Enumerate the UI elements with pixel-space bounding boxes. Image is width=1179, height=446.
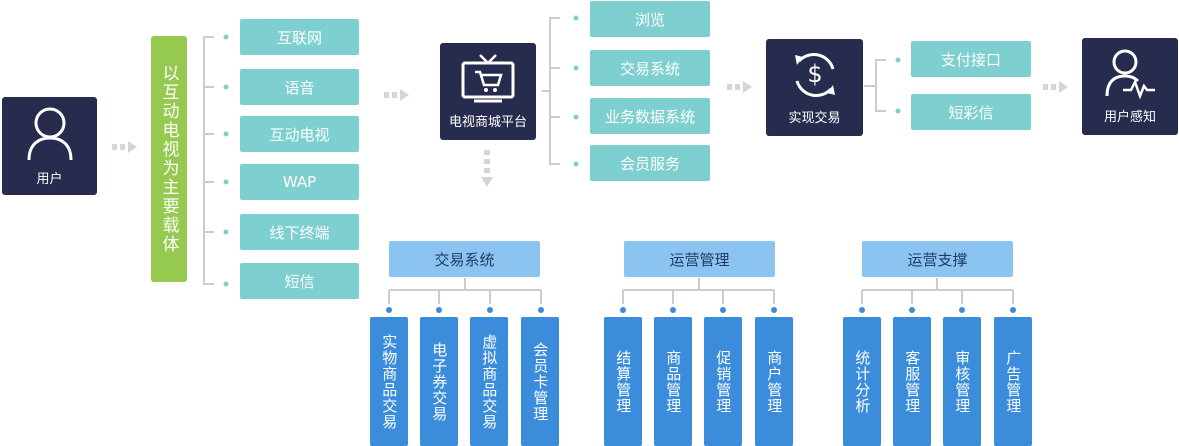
group-support-item-statistics: 统计分析 — [843, 317, 881, 446]
flow-arrow-icon — [112, 141, 137, 153]
group-trading-item-membership-card: 会员卡管理 — [521, 317, 559, 446]
dollar-cycle-icon: $ — [794, 53, 835, 97]
platform-node: 电视商城平台 — [440, 43, 536, 140]
group-operations-item-merchant: 商户管理 — [755, 317, 793, 446]
platform-item-member-service: 会员服务 — [590, 145, 710, 181]
flow-arrow-icon — [727, 81, 752, 93]
user-label: 用户 — [36, 171, 63, 187]
group-support-item-review: 审核管理 — [943, 317, 981, 446]
platform-item-trading-system: 交易系统 — [590, 50, 710, 86]
group-trading-item-physical: 实物商品交易 — [370, 317, 408, 446]
channel-voice: 语音 — [240, 69, 359, 105]
svg-text:$: $ — [807, 60, 822, 88]
user-pulse-icon — [1105, 49, 1155, 100]
platform-item-business-data: 业务数据系统 — [590, 98, 710, 134]
group-support-title: 运营支撑 — [862, 241, 1013, 277]
group-operations-title: 运营管理 — [624, 241, 775, 277]
carrier-node: 以互动电视为主要载体 — [151, 36, 187, 282]
channel-wap: WAP — [240, 164, 359, 200]
user-icon — [27, 107, 72, 160]
channel-internet: 互联网 — [240, 19, 359, 55]
platform-label: 电视商城平台 — [448, 115, 527, 130]
user-node: 用户 — [2, 97, 97, 195]
channel-offline-terminal: 线下终端 — [240, 214, 359, 250]
group-trading-item-virtual: 虚拟商品交易 — [470, 317, 508, 446]
transaction-node: $ 实现交易 — [766, 39, 863, 136]
channel-sms: 短信 — [240, 263, 359, 299]
flow-arrow-icon — [384, 89, 409, 101]
group-trading-system-title: 交易系统 — [389, 241, 540, 277]
group-support-item-advertising: 广告管理 — [994, 317, 1032, 446]
perception-node: 用户感知 — [1082, 38, 1178, 135]
transaction-item-sms-mms: 短彩信 — [911, 94, 1031, 130]
transaction-item-payment: 支付接口 — [911, 41, 1031, 77]
flow-arrow-icon — [1043, 81, 1068, 93]
group-trading-item-ecoupon: 电子券交易 — [420, 317, 458, 446]
group-support-item-customer-service: 客服管理 — [893, 317, 931, 446]
group-operations-item-goods: 商品管理 — [654, 317, 692, 446]
platform-item-browse: 浏览 — [590, 1, 710, 37]
flow-arrow-down-icon — [481, 150, 493, 187]
perception-label: 用户感知 — [1103, 110, 1156, 125]
group-operations-item-settlement: 结算管理 — [604, 317, 642, 446]
transaction-label: 实现交易 — [788, 111, 841, 126]
group-operations-item-promotion: 促销管理 — [704, 317, 742, 446]
channel-itv: 互动电视 — [240, 116, 359, 152]
tv-shopping-cart-icon — [461, 54, 515, 103]
